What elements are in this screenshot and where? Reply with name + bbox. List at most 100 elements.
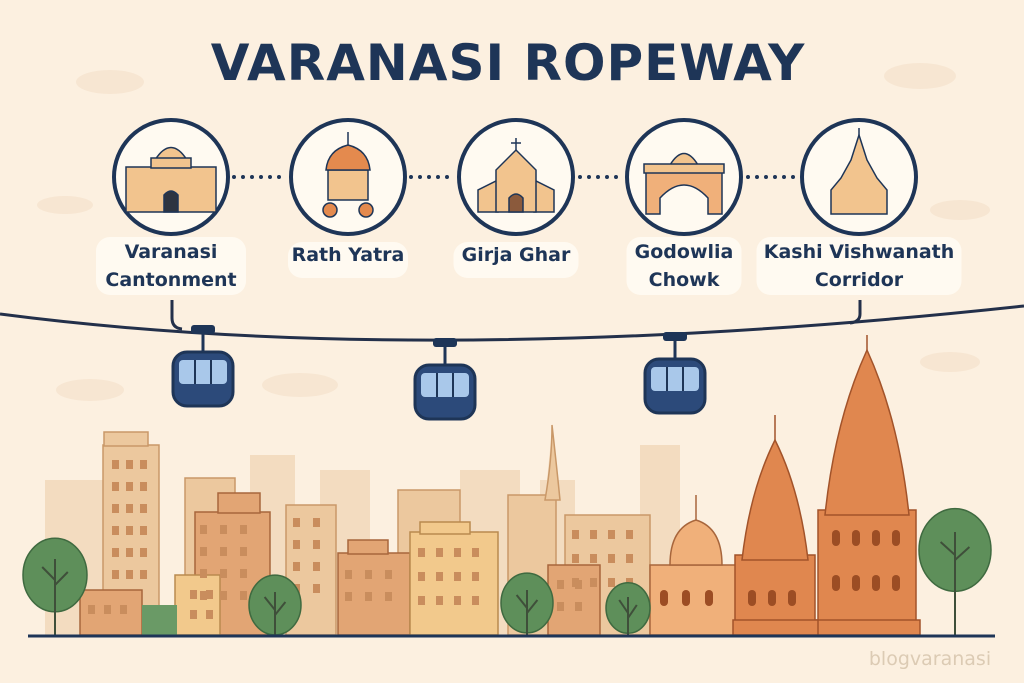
window [240, 547, 247, 556]
tree [918, 507, 992, 636]
window [112, 570, 119, 579]
window [206, 610, 213, 619]
window [572, 554, 579, 563]
cable-car-3 [643, 332, 707, 415]
window [293, 562, 300, 571]
window [590, 578, 597, 587]
church-icon [477, 138, 555, 213]
window [190, 610, 197, 619]
window [313, 518, 320, 527]
window [436, 548, 443, 557]
window [293, 518, 300, 527]
temple-window [892, 530, 900, 546]
window [313, 540, 320, 549]
window [454, 572, 461, 581]
cable-car-1 [171, 325, 235, 408]
window [140, 548, 147, 557]
window [590, 554, 597, 563]
window [472, 596, 479, 605]
window [240, 591, 247, 600]
window [140, 570, 147, 579]
cable-drop-right [849, 300, 862, 325]
window [345, 592, 352, 601]
temple-window [748, 590, 756, 606]
clouds [37, 63, 990, 401]
window [88, 605, 95, 614]
temple-window [852, 530, 860, 546]
gateway-arch-icon [643, 152, 725, 215]
window [112, 482, 119, 491]
station-label: Cantonment [105, 269, 236, 291]
station-label: Corridor [815, 269, 904, 291]
temple-window [872, 530, 880, 546]
temple-window [682, 590, 690, 606]
window [240, 525, 247, 534]
window [454, 548, 461, 557]
window [575, 602, 582, 611]
window [572, 530, 579, 539]
window [590, 530, 597, 539]
window [557, 602, 564, 611]
temple-window [852, 575, 860, 591]
station-label: Girja Ghar [462, 244, 571, 266]
window [112, 548, 119, 557]
window [557, 580, 564, 589]
window [418, 596, 425, 605]
window [575, 580, 582, 589]
station-label-pill [756, 237, 962, 295]
window [104, 605, 111, 614]
window [436, 596, 443, 605]
window [126, 548, 133, 557]
temple-spire-icon [830, 128, 888, 215]
tree [500, 572, 554, 636]
skyline [22, 335, 995, 638]
tree [248, 574, 302, 636]
window [608, 578, 615, 587]
cantonment-building-icon [125, 146, 217, 213]
window [206, 590, 213, 599]
window [120, 605, 127, 614]
window [436, 572, 443, 581]
temple-window [892, 575, 900, 591]
temple-window [660, 590, 668, 606]
window [365, 592, 372, 601]
temple-window [768, 590, 776, 606]
chariot-temple-icon [322, 132, 374, 218]
station-2: Rath Yatra [288, 118, 408, 278]
window [418, 548, 425, 557]
window [385, 592, 392, 601]
temple-window [872, 575, 880, 591]
window [140, 482, 147, 491]
window [220, 569, 227, 578]
window [200, 525, 207, 534]
tree [22, 537, 88, 636]
station-label-pill [288, 242, 408, 278]
window [126, 570, 133, 579]
station-label: Godowlia [635, 241, 734, 263]
window [472, 572, 479, 581]
window [190, 590, 197, 599]
temple-window [705, 590, 713, 606]
window [220, 591, 227, 600]
window [126, 482, 133, 491]
station-3: Girja Ghar [453, 118, 579, 278]
window [345, 570, 352, 579]
window [240, 569, 247, 578]
window [140, 460, 147, 469]
window [608, 554, 615, 563]
station-label: Chowk [649, 269, 720, 291]
page-title: VARANASI ROPEWAY [211, 34, 806, 92]
window [472, 548, 479, 557]
window [126, 460, 133, 469]
window [126, 504, 133, 513]
cable-drop-left [170, 300, 183, 331]
domed-temple [649, 495, 741, 636]
station-label: Varanasi [125, 241, 218, 263]
window [220, 525, 227, 534]
window [365, 570, 372, 579]
station-label-pill [626, 237, 742, 295]
temple-window [832, 575, 840, 591]
